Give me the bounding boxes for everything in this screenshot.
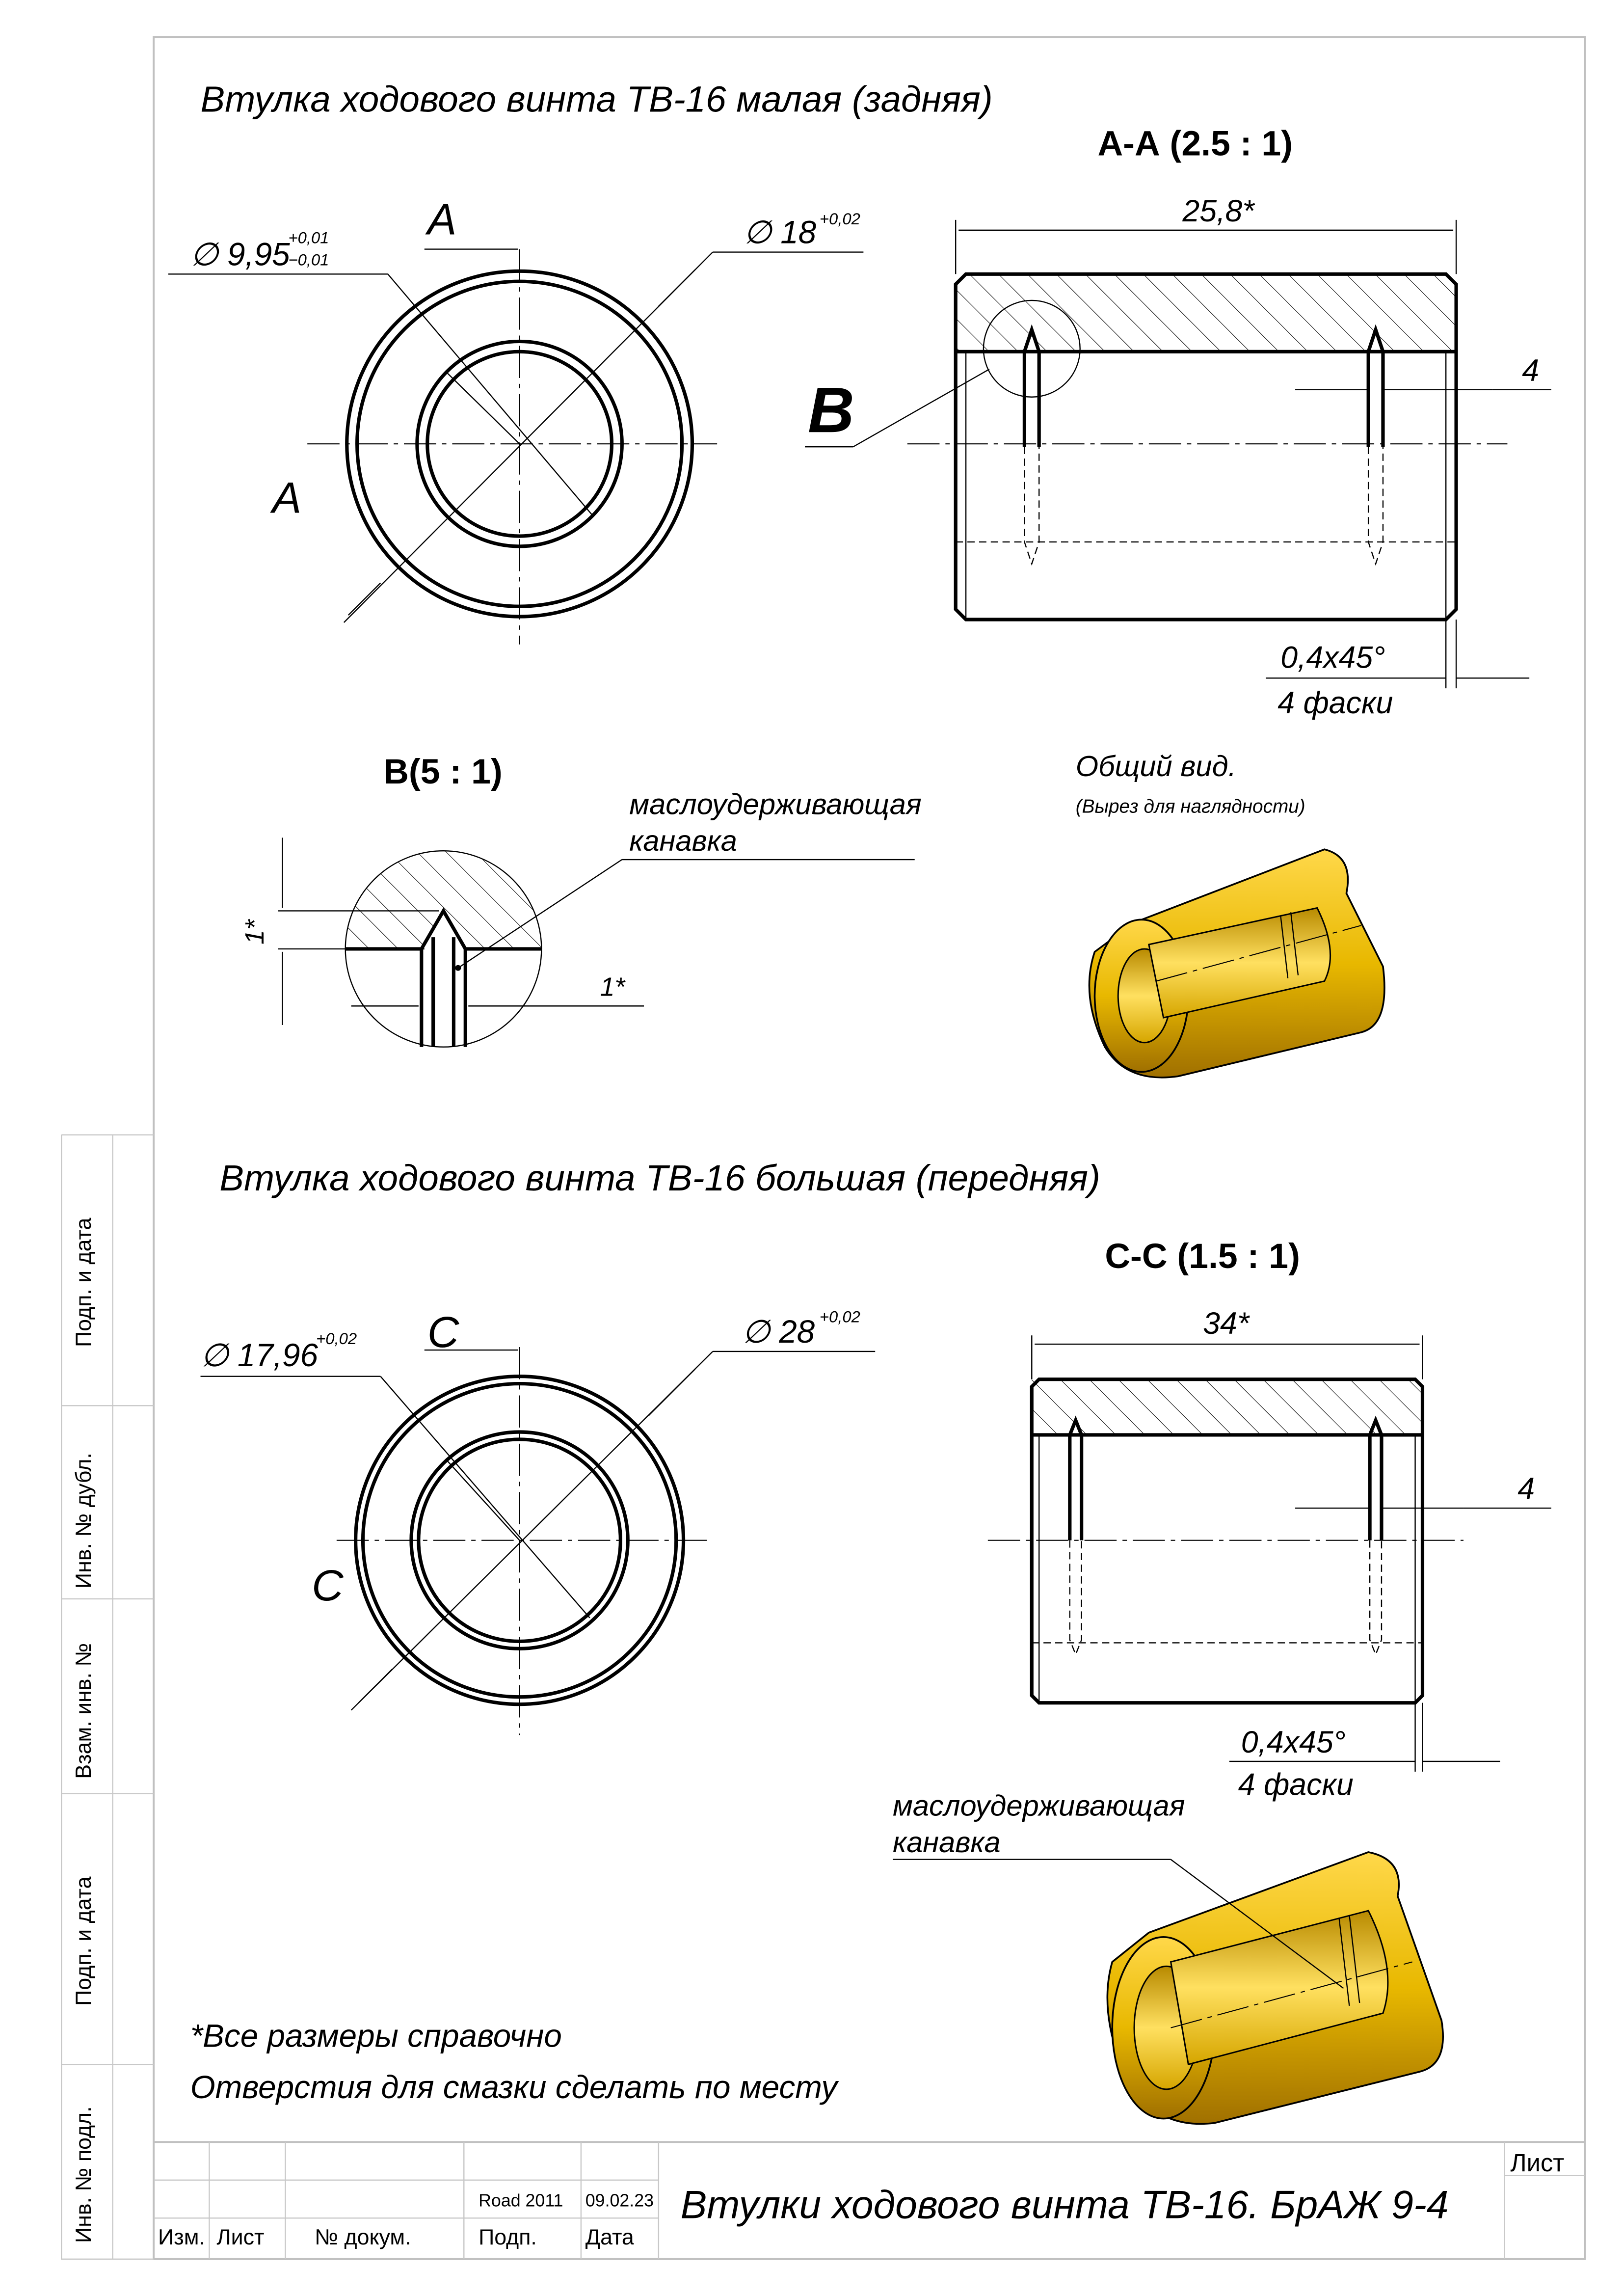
col-signature: Подп. <box>479 2225 537 2249</box>
part2-isometric-view <box>892 1851 1444 2125</box>
part1-inner-diameter: ∅ 9,95 <box>190 236 291 272</box>
part1-groove-note-1: маслоудерживающая <box>629 788 922 821</box>
part2-section-view <box>987 1335 1551 1772</box>
part2-inner-tol: +0,02 <box>316 1329 357 1348</box>
stamp-sign-date-2: Подп. и дата <box>72 1876 96 2006</box>
side-stamp: Подп. и дата Инв. № дубл. Взам. инв. № П… <box>61 1134 154 2260</box>
part2-cut-letter-bottom: С <box>312 1561 344 1610</box>
part1-groove-dim: 4 <box>1522 353 1539 388</box>
part1-inner-tol-upper: +0,01 <box>288 229 329 247</box>
part2-inner-diameter: ∅ 17,96 <box>201 1337 319 1373</box>
part1-chamfer: 0,4х45° <box>1280 640 1385 675</box>
part2-outer-diameter: ∅ 28 <box>742 1314 815 1350</box>
part2-groove-note-2: канавка <box>893 1826 1001 1859</box>
part1-cut-letter-top: А <box>425 195 457 244</box>
signer-name: Road 2011 <box>479 2190 563 2210</box>
part2-chamfer-count: 4 фаски <box>1238 1768 1354 1802</box>
part2-front-view <box>200 1347 876 1735</box>
part2-length-dim: 34* <box>1203 1306 1251 1341</box>
col-date: Дата <box>585 2225 634 2249</box>
part1-front-view <box>168 248 864 645</box>
col-doc-number: № докум. <box>315 2225 411 2249</box>
part1-detail-label: В(5 : 1) <box>383 752 502 791</box>
part1-title: Втулка ходового винта ТВ-16 малая (задня… <box>201 79 993 119</box>
part1-detail-view <box>278 837 915 1048</box>
note-lubrication-holes: Отверстия для смазки сделать по месту <box>190 2069 840 2105</box>
part1-iso-title: Общий вид. <box>1076 750 1236 783</box>
part1-section-view <box>805 219 1551 689</box>
part2-section-label: С-С (1.5 : 1) <box>1105 1237 1300 1276</box>
part1-detail-dim-v: 1* <box>240 918 269 945</box>
sheet-label: Лист <box>1510 2149 1564 2177</box>
stamp-orig-inv: Инв. № подл. <box>72 2106 96 2243</box>
col-sheet: Лист <box>216 2225 264 2249</box>
part1-section-label: А-А (2.5 : 1) <box>1097 124 1293 163</box>
part1-chamfer-count: 4 фаски <box>1277 686 1393 720</box>
note-reference-dims: *Все размеры справочно <box>190 2018 562 2053</box>
col-change: Изм. <box>158 2225 205 2249</box>
sign-date: 09.02.23 <box>585 2190 654 2210</box>
stamp-dup-inv: Инв. № дубл. <box>72 1453 96 1589</box>
part2-groove-dim: 4 <box>1517 1472 1535 1506</box>
part1-iso-subtitle: (Вырез для наглядности) <box>1076 796 1305 817</box>
title-block: Изм. Лист № докум. Подп. Дата Road 2011 … <box>154 2141 1585 2260</box>
part1-outer-diameter: ∅ 18 <box>744 215 817 250</box>
part2-chamfer: 0,4х45° <box>1241 1725 1346 1759</box>
part2-cut-letter-top: С <box>427 1307 460 1356</box>
part1-detail-dim-h: 1* <box>600 972 626 1001</box>
part2-outer-tol: +0,02 <box>820 1307 860 1325</box>
part1-groove-note-2: канавка <box>629 824 737 857</box>
part1-cut-letter-bottom: А <box>270 473 302 522</box>
part1-detail-letter: В <box>808 374 854 446</box>
drawing-designation: Втулки ходового винта ТВ-16. БрАЖ 9-4 <box>681 2183 1449 2227</box>
stamp-repl-inv: Взам. инв. № <box>72 1643 96 1779</box>
part1-isometric-view <box>1088 848 1385 1079</box>
part1-length-dim: 25,8* <box>1182 194 1255 228</box>
part1-inner-tol-lower: −0,01 <box>288 250 329 269</box>
stamp-sign-date-1: Подп. и дата <box>72 1217 96 1347</box>
part1-outer-tol: +0,02 <box>820 210 860 228</box>
part2-title: Втулка ходового винта ТВ-16 большая (пер… <box>219 1158 1100 1198</box>
part2-groove-note-1: маслоудерживающая <box>893 1789 1185 1822</box>
